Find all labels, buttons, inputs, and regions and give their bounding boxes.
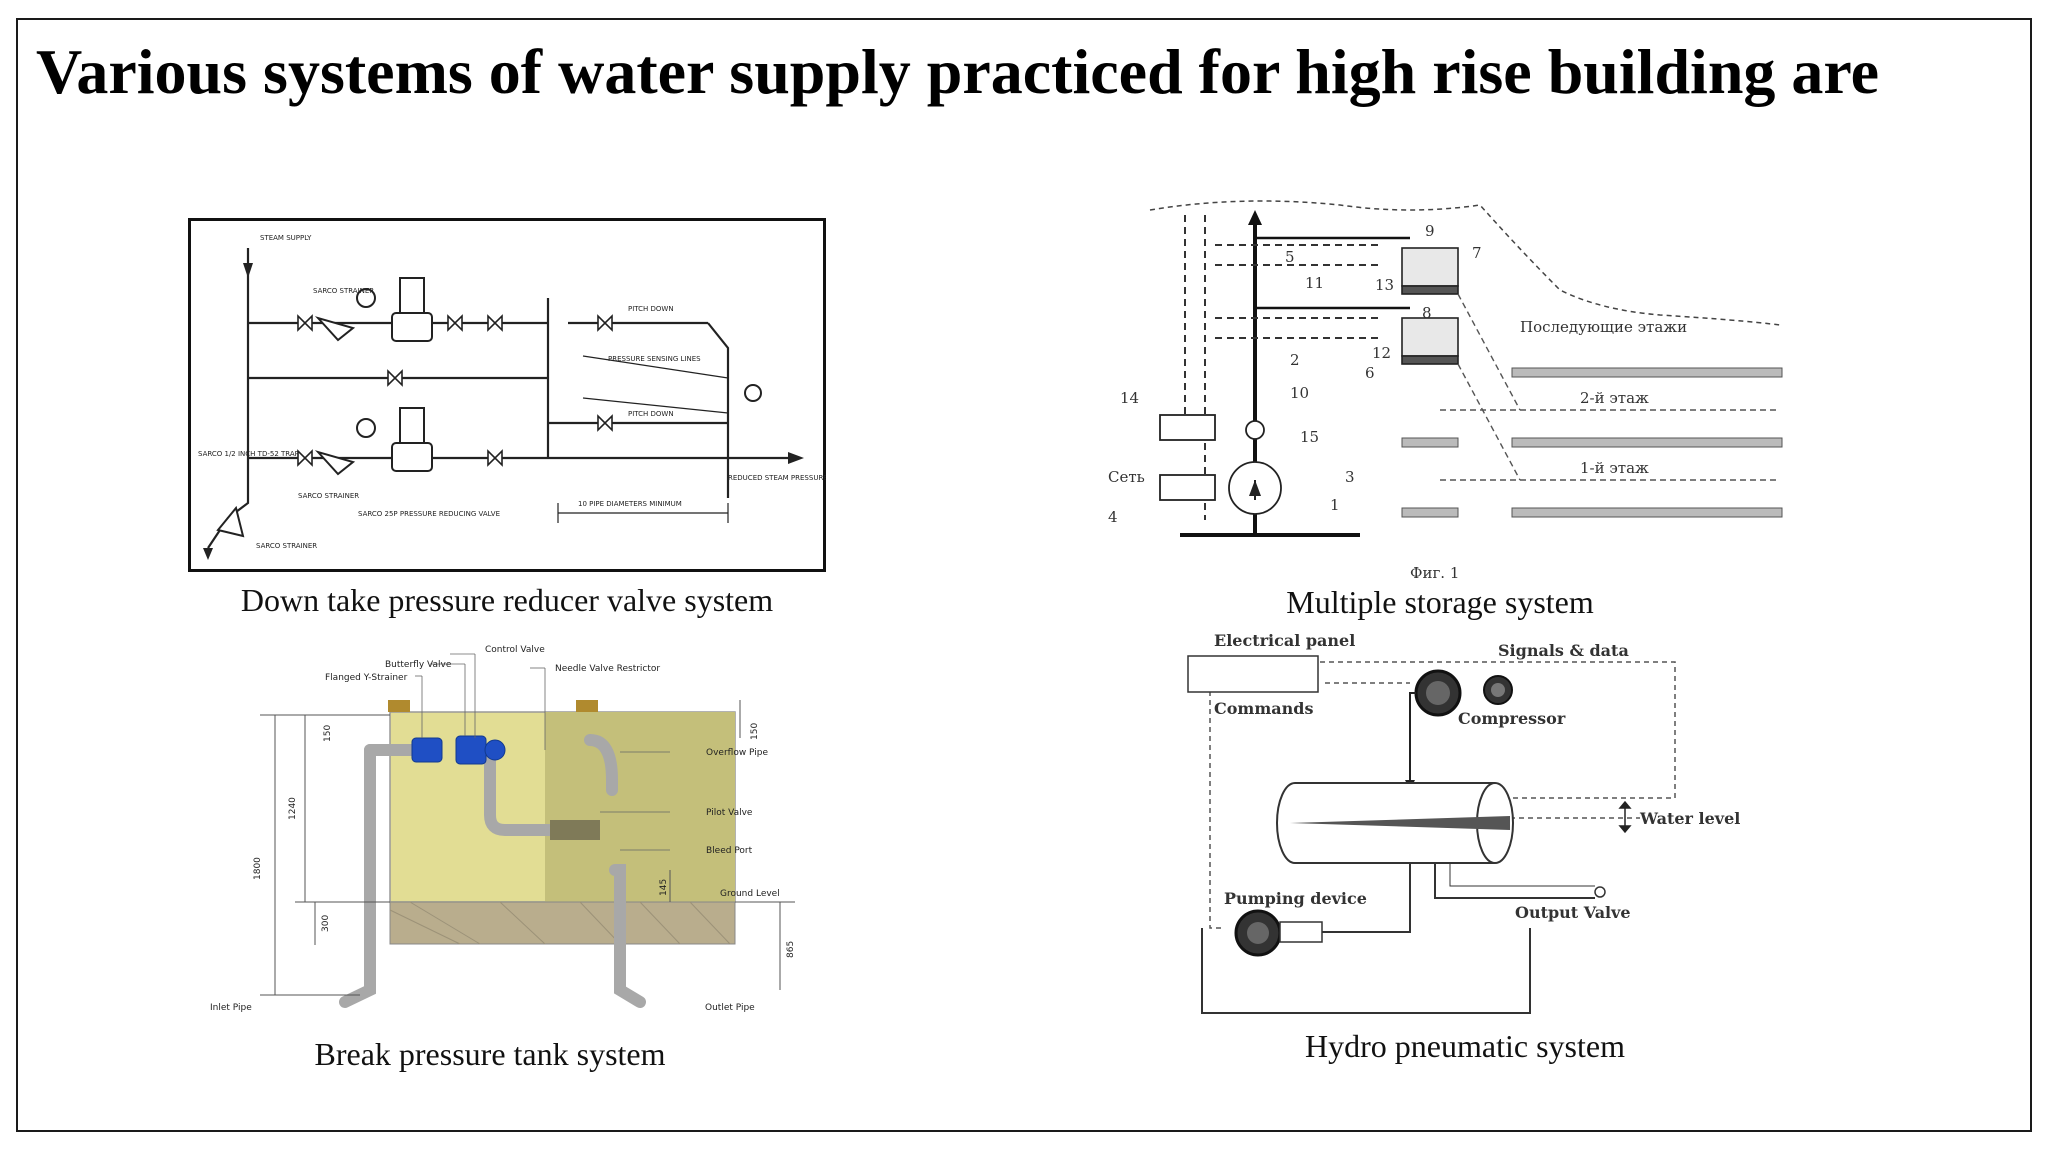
label-sarco-strainer-low: SARCO STRAINER: [298, 492, 359, 500]
label-output-valve: Output Valve: [1515, 903, 1631, 922]
label-pipe-diameters: 10 PIPE DIAMETERS MINIMUM: [578, 500, 682, 508]
label-pressure-sensing: PRESSURE SENSING LINES: [608, 355, 701, 363]
label-prv-valve: SARCO 25P PRESSURE REDUCING VALVE: [358, 510, 500, 518]
label-pumping-device: Pumping device: [1224, 889, 1367, 908]
label-compressor: Compressor: [1458, 709, 1566, 728]
label-dim-865: 865: [786, 941, 796, 958]
label-n9: 9: [1425, 222, 1435, 240]
label-dim-150a: 150: [323, 725, 333, 742]
label-floors-above: Последующие этажи: [1520, 318, 1687, 336]
label-n15: 15: [1300, 428, 1319, 446]
slide-title: Various systems of water supply practice…: [36, 36, 1880, 107]
label-n7: 7: [1472, 244, 1482, 262]
label-floor2: 2-й этаж: [1580, 389, 1649, 407]
label-n12: 12: [1372, 344, 1391, 362]
label-dim-300: 300: [321, 915, 331, 932]
caption-break-pressure-tank: Break pressure tank system: [314, 1036, 666, 1072]
label-fig: Фиг. 1: [1410, 564, 1459, 582]
label-bleed-port: Bleed Port: [706, 846, 753, 856]
label-signals: Signals & data: [1498, 641, 1629, 660]
label-sarco-strainer-bottom: SARCO STRAINER: [256, 542, 317, 550]
caption-hydro-pneumatic: Hydro pneumatic system: [1305, 1028, 1625, 1064]
label-reduced-supply: REDUCED STEAM PRESSURE SUPPLY: [728, 474, 826, 482]
label-sarco-trap: SARCO 1/2 INCH TD-52 TRAP: [198, 450, 299, 458]
label-net: Сеть: [1108, 468, 1145, 486]
label-n5: 5: [1285, 248, 1295, 266]
slide-frame: [16, 18, 2032, 1132]
caption-multiple-storage: Multiple storage system: [1286, 584, 1594, 620]
label-n4: 4: [1108, 508, 1118, 526]
label-electrical-panel: Electrical panel: [1214, 631, 1355, 650]
label-dim-1800: 1800: [253, 857, 263, 880]
label-steam-supply: STEAM SUPPLY: [260, 234, 312, 242]
label-commands: Commands: [1214, 699, 1313, 718]
label-dim-1240: 1240: [288, 797, 298, 820]
label-n3: 3: [1345, 468, 1355, 486]
label-sarco-strainer-top: SARCO STRAINER: [313, 287, 374, 295]
label-n6: 6: [1365, 364, 1375, 382]
label-floor1: 1-й этаж: [1580, 459, 1649, 477]
caption-prv-system: Down take pressure reducer valve system: [240, 582, 774, 618]
label-pilot-valve: Pilot Valve: [706, 808, 753, 818]
label-n14: 14: [1120, 389, 1139, 407]
prv-system-diagram: STEAM SUPPLY SARCO STRAINER PITCH DOWN P…: [188, 218, 826, 572]
label-overflow-pipe: Overflow Pipe: [706, 748, 768, 758]
label-control-valve: Control Valve: [485, 645, 545, 655]
multiple-storage-diagram: 5 9 7 11 13 8 2 12 6 14 10 15 Сеть 3 1 4…: [1080, 190, 1800, 590]
hydro-pneumatic-diagram: Electrical panel Signals & data Commands…: [1180, 628, 1770, 1020]
label-n11: 11: [1305, 274, 1324, 292]
label-n1: 1: [1330, 496, 1340, 514]
label-ground-level: Ground Level: [720, 889, 780, 899]
label-inlet-pipe: Inlet Pipe: [210, 1003, 252, 1013]
label-flanged-strainer: Flanged Y-Strainer: [325, 673, 408, 683]
label-pitch-down-mid: PITCH DOWN: [628, 410, 674, 418]
label-pitch-down-top: PITCH DOWN: [628, 305, 674, 313]
break-pressure-tank-diagram: Control Valve Butterfly Valve Flanged Y-…: [200, 640, 820, 1020]
label-outlet-pipe: Outlet Pipe: [705, 1003, 755, 1013]
label-n2: 2: [1290, 351, 1300, 369]
label-n10: 10: [1290, 384, 1309, 402]
label-needle-valve: Needle Valve Restrictor: [555, 664, 660, 674]
label-dim-145: 145: [659, 879, 669, 896]
label-dim-150b: 150: [750, 723, 760, 740]
label-water-level: Water level: [1639, 809, 1740, 828]
label-n13: 13: [1375, 276, 1394, 294]
label-n8: 8: [1422, 304, 1432, 322]
label-butterfly-valve: Butterfly Valve: [385, 660, 452, 670]
